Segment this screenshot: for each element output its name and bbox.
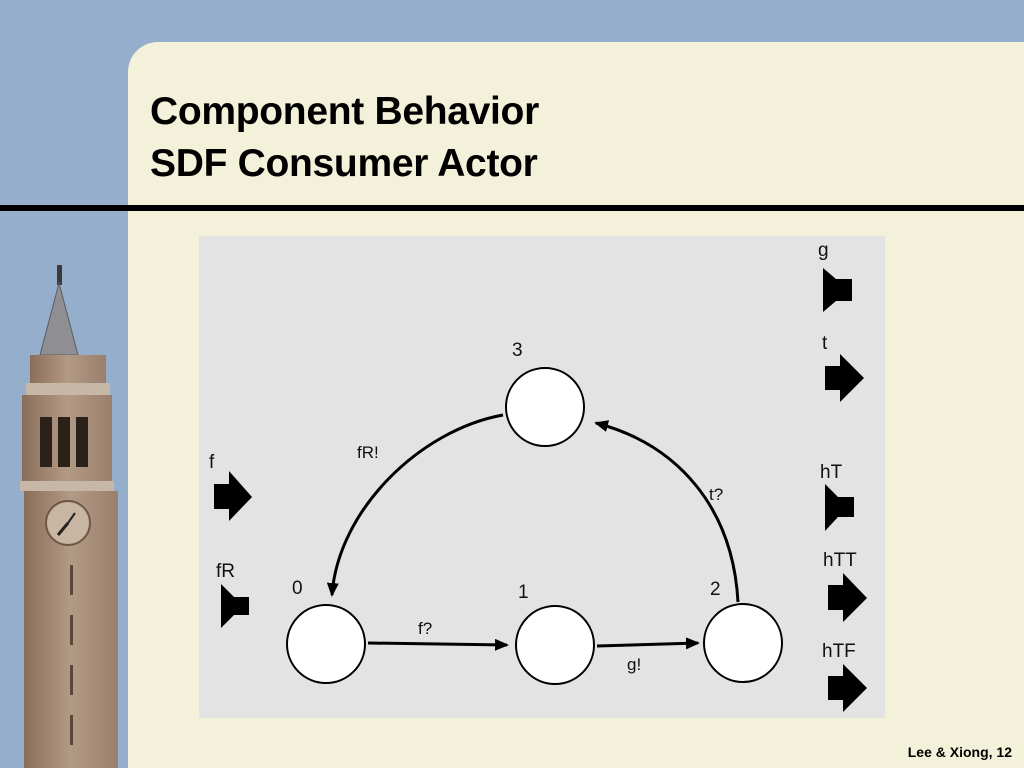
state-0 bbox=[286, 604, 366, 684]
port-f-label: f bbox=[209, 452, 215, 473]
transition-2-3-label: t? bbox=[709, 485, 723, 504]
port-htf-input-icon bbox=[828, 664, 867, 712]
transition-1-2-label: g! bbox=[627, 655, 641, 674]
port-fr-label: fR bbox=[216, 561, 235, 582]
transition-2-to-3 bbox=[594, 420, 740, 603]
transition-0-to-1 bbox=[367, 638, 509, 651]
port-htt-label: hTT bbox=[823, 550, 857, 571]
slide-title: Component Behavior SDF Consumer Actor bbox=[150, 86, 539, 190]
port-htf-label: hTF bbox=[822, 641, 856, 662]
state-3-label: 3 bbox=[512, 340, 523, 361]
state-1 bbox=[515, 605, 595, 685]
port-t-label: t bbox=[822, 333, 828, 354]
transition-3-0-label: fR! bbox=[357, 443, 379, 462]
campanile-tower-image bbox=[20, 265, 118, 768]
state-1-label: 1 bbox=[518, 582, 529, 603]
port-fr-output-icon bbox=[221, 584, 249, 628]
title-line-2: SDF Consumer Actor bbox=[150, 142, 538, 185]
slide-footer: Lee & Xiong, 12 bbox=[907, 744, 1012, 760]
title-line-1: Component Behavior bbox=[150, 90, 539, 133]
state-2 bbox=[703, 603, 783, 683]
title-rule bbox=[0, 205, 1024, 211]
transition-1-to-2 bbox=[596, 637, 700, 650]
transition-3-to-0 bbox=[326, 413, 504, 597]
state-2-label: 2 bbox=[710, 579, 721, 600]
state-3 bbox=[505, 367, 585, 447]
port-g-label: g bbox=[818, 240, 829, 261]
state-0-label: 0 bbox=[292, 578, 303, 599]
port-f-input-icon bbox=[214, 471, 252, 521]
port-t-input-icon bbox=[825, 354, 864, 402]
port-htt-input-icon bbox=[828, 573, 867, 622]
port-g-output-icon bbox=[823, 268, 852, 312]
port-ht-label: hT bbox=[820, 462, 843, 483]
transition-0-1-label: f? bbox=[418, 619, 432, 638]
port-ht-output-icon bbox=[825, 484, 854, 531]
